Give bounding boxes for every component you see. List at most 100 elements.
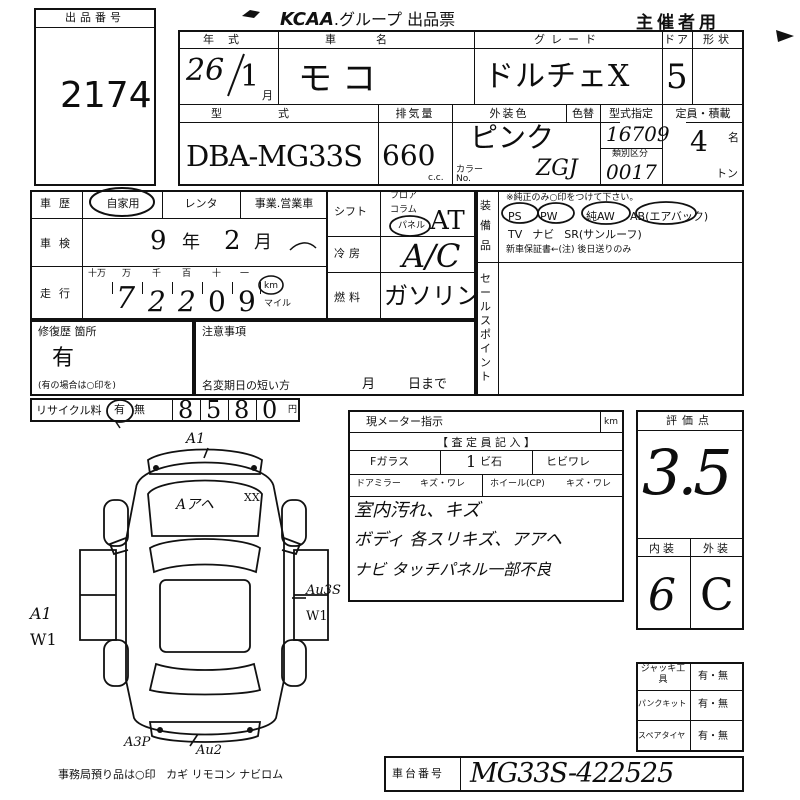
- chassis-block: [384, 756, 744, 792]
- corner-mark-icon: [776, 30, 794, 42]
- inspection-year: 9: [150, 226, 167, 256]
- mark-left-w: W1: [30, 630, 57, 649]
- spare-tire-options: 有・無: [698, 731, 728, 742]
- mileage-km-circle: [258, 275, 284, 295]
- brand-logo: KCAA: [280, 9, 334, 30]
- displacement-value: 660: [382, 139, 436, 172]
- recycle-block: [30, 398, 300, 422]
- puncture-kit-label: パンクキット: [638, 699, 687, 708]
- lot-number: 2174: [60, 75, 152, 116]
- car-name-value: モコ: [298, 59, 386, 99]
- history-label: 車歴: [40, 197, 78, 210]
- model-label: 型式: [211, 107, 345, 120]
- meter-unit: km: [604, 417, 618, 427]
- grade-label: グレード: [534, 33, 602, 46]
- interior-value: 6: [648, 570, 676, 621]
- repair-label: 修復歴 箇所: [38, 325, 97, 338]
- mileage-label: 走行: [40, 287, 78, 300]
- ac-value: A/C: [402, 237, 461, 275]
- fuel-label: 燃料: [334, 291, 364, 304]
- organizer-label: 主催者用: [636, 13, 720, 33]
- mileage-digit-1: 7: [116, 281, 136, 316]
- inspector-block: [348, 410, 624, 602]
- hanko-icon: [242, 10, 260, 18]
- equipment-circles: [501, 201, 697, 225]
- category-value: 0017: [606, 160, 657, 184]
- mileage-digit-3: 2: [178, 285, 196, 318]
- recycle-label: リサイクル料: [36, 404, 102, 417]
- equipment-label: 装備品: [480, 199, 491, 252]
- capacity-value: 4: [690, 125, 708, 158]
- office-items-note: 事務局預り品は○印 カギ リモコン ナビロム: [58, 768, 284, 781]
- mark-hood: Aアヘ: [176, 497, 214, 513]
- year-label: 年式: [203, 33, 253, 46]
- shift-floor[interactable]: フロア: [390, 191, 418, 201]
- history-option-commercial[interactable]: 事業.営業車: [254, 197, 314, 210]
- car-damage-diagram: [79, 447, 329, 747]
- shift-column[interactable]: コラム: [390, 205, 417, 215]
- equipment-line2: TV ナビ SR(サンルーフ): [508, 226, 642, 242]
- mileage-digit-2: 2: [148, 285, 166, 318]
- digit-header-10k: 万: [122, 269, 132, 279]
- meter-label: 現メーター指示: [366, 415, 443, 428]
- notes-block: [194, 320, 476, 396]
- year-slash: [227, 53, 245, 97]
- ton-unit: トン: [716, 167, 738, 180]
- short-change-day: 日まで: [408, 377, 448, 392]
- inspector-note-1: 室内汚れ、キズ: [354, 500, 481, 521]
- history-option-rental[interactable]: レンタ: [184, 197, 218, 210]
- doors-value: 5: [666, 57, 688, 97]
- history-option-private[interactable]: 自家用: [106, 197, 140, 210]
- equip-ps[interactable]: PS: [508, 210, 522, 223]
- lot-number-label: 出品番号: [65, 11, 125, 24]
- equipment-block: [476, 190, 744, 396]
- capacity-label: 定員・積載: [675, 107, 731, 120]
- form-title: KCAA.グループ 出品票: [280, 6, 455, 30]
- recycle-yes[interactable]: 有: [114, 403, 125, 416]
- score-label: 評価点: [666, 414, 714, 427]
- equip-alloy-wheel[interactable]: 純AW: [586, 210, 615, 223]
- repair-note: (有の場合は○印を): [38, 381, 116, 391]
- shift-selected-circle: [389, 215, 431, 237]
- exterior-label: 外装: [703, 542, 731, 555]
- puncture-kit-options: 有・無: [698, 699, 728, 710]
- drivetrain-block: [326, 190, 476, 320]
- mark-rear: Au2: [196, 743, 223, 758]
- repair-block: [30, 320, 194, 396]
- displacement-label: 排気量: [395, 107, 435, 120]
- equip-sunroof[interactable]: SR(サンルーフ): [564, 228, 642, 241]
- person-unit: 名: [728, 131, 739, 144]
- digit-header-10: 十: [212, 269, 222, 279]
- exterior-color-label: 外装色: [489, 107, 529, 120]
- spare-tire-label: スペアタイヤ: [638, 731, 686, 740]
- recycle-digit-4: 0: [262, 396, 278, 424]
- color-change-label: 色替: [572, 107, 594, 120]
- equip-navi[interactable]: ナビ: [532, 228, 555, 241]
- mark-left-a: A1: [30, 604, 52, 623]
- type-spec-value: 16709: [606, 122, 670, 146]
- sales-point-label: セールスポイント: [480, 272, 491, 383]
- shift-label: シフト: [334, 205, 367, 218]
- warranty-note: 新車保証書←(注) 後日送りのみ: [506, 245, 632, 255]
- doors-label: ドア: [664, 33, 690, 46]
- equip-tv[interactable]: TV: [508, 228, 523, 241]
- category-label: 類別区分: [612, 149, 649, 159]
- history-selected-circle: [89, 187, 155, 217]
- shift-value: AT: [430, 206, 465, 236]
- recycle-no[interactable]: 無: [134, 403, 145, 416]
- mark-right-side-2: W1: [306, 609, 328, 624]
- color-no-label: カラーNo.: [456, 165, 484, 184]
- inspection-year-unit: 年: [182, 232, 200, 253]
- shift-panel[interactable]: パネル: [398, 221, 426, 231]
- mileage-digit-5: 9: [238, 285, 256, 318]
- inspection-label: 車検: [40, 237, 78, 250]
- wheel-options: キズ・ワレ: [566, 479, 612, 489]
- inspector-note-2: ボディ 各スリキズ、アアヘ: [354, 530, 562, 550]
- mileage-digit-4: 0: [208, 285, 226, 318]
- digit-header-1k: 千: [152, 269, 162, 279]
- grade-value: ドルチェX: [484, 59, 631, 94]
- mileage-unit-km: km: [264, 281, 278, 291]
- score-value: 3.5: [642, 436, 733, 509]
- jack-options: 有・無: [698, 671, 728, 682]
- fuel-value: ガソリン: [384, 282, 480, 310]
